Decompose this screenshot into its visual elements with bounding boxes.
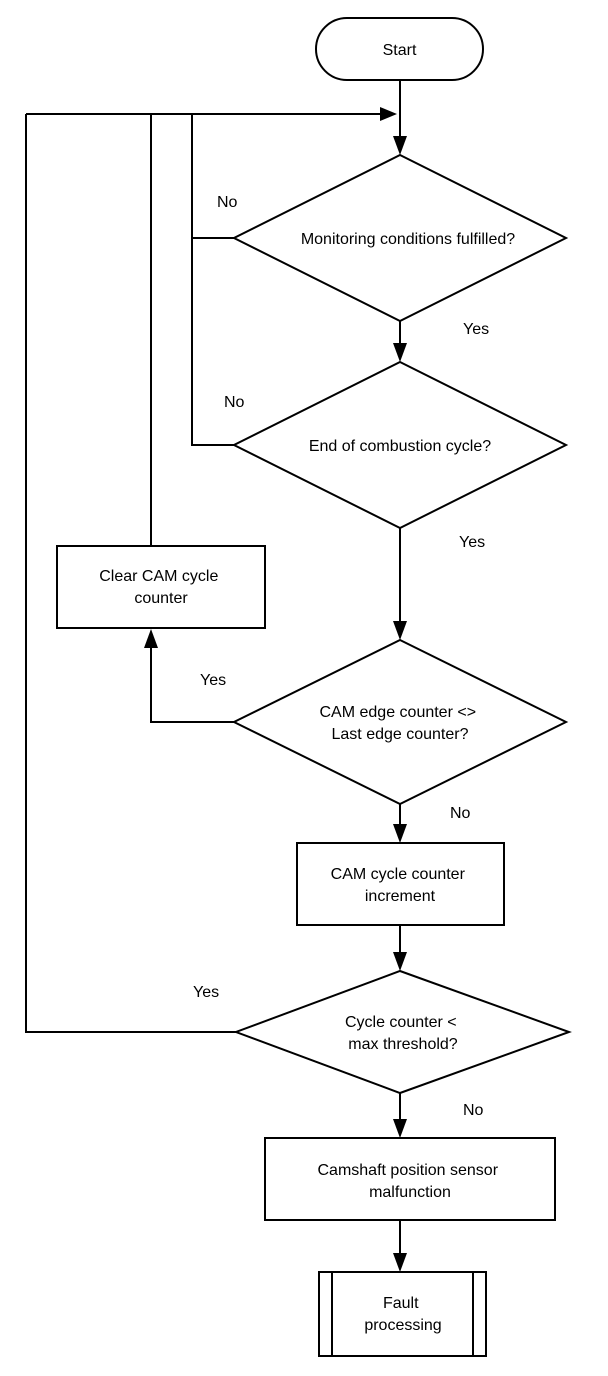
arrow-return-bus: [380, 107, 397, 121]
increment-label: CAM cycle counter increment: [331, 866, 470, 905]
increment-line-1: CAM cycle counter: [331, 866, 466, 883]
threshold-yes-label: Yes: [193, 984, 219, 1001]
fault-processing-box: [318, 1271, 487, 1357]
edge-decision-line-1: CAM edge counter <>: [320, 704, 477, 721]
arrow-into-clear-counter: [144, 629, 158, 648]
edge-decision-line-2: Last edge counter?: [332, 726, 469, 743]
clear-counter-box: [56, 545, 266, 629]
connector-threshold-yes: [25, 114, 236, 1033]
edge-no-label: No: [450, 805, 471, 822]
edge-decision: [231, 638, 569, 806]
arrow-into-fault: [393, 1253, 407, 1272]
edge-yes-label: Yes: [200, 672, 226, 689]
start-label: Start: [383, 42, 417, 59]
monitoring-decision-label: Monitoring conditions fulfilled?: [301, 231, 515, 248]
malfunction-box: [264, 1137, 556, 1221]
arrow-into-malfunction: [393, 1119, 407, 1138]
arrow-into-increment: [393, 824, 407, 843]
fault-processing-line-1: Fault: [383, 1295, 419, 1312]
threshold-decision: [233, 969, 572, 1095]
threshold-decision-line-1: Cycle counter <: [345, 1014, 457, 1031]
increment-box: [296, 842, 505, 926]
malfunction-line-2: malfunction: [369, 1184, 451, 1201]
combustion-no-label: No: [224, 394, 245, 411]
threshold-decision-label: Cycle counter < max threshold?: [345, 1014, 461, 1053]
monitoring-yes-label: Yes: [463, 321, 489, 338]
arrow-into-edge-decision: [393, 621, 407, 640]
malfunction-line-1: Camshaft position sensor: [318, 1162, 499, 1179]
malfunction-label: Camshaft position sensor malfunction: [318, 1162, 503, 1201]
connector-edge-yes: [150, 645, 234, 723]
increment-line-2: increment: [365, 888, 436, 905]
clear-counter-line-2: counter: [134, 590, 188, 607]
threshold-no-label: No: [463, 1102, 484, 1119]
threshold-decision-line-2: max threshold?: [348, 1036, 457, 1053]
arrow-into-combustion: [393, 343, 407, 362]
clear-counter-line-1: Clear CAM cycle: [99, 568, 218, 585]
monitoring-no-label: No: [217, 194, 238, 211]
edge-decision-label: CAM edge counter <> Last edge counter?: [320, 704, 481, 743]
fault-processing-line-2: processing: [364, 1317, 441, 1334]
arrow-into-threshold: [393, 952, 407, 971]
connector-combustion-no: [191, 114, 234, 446]
combustion-decision-label: End of combustion cycle?: [309, 438, 491, 455]
arrow-into-monitoring: [393, 136, 407, 155]
fault-processing-label: Fault processing: [364, 1295, 441, 1334]
combustion-yes-label: Yes: [459, 534, 485, 551]
clear-counter-label: Clear CAM cycle counter: [99, 568, 223, 607]
